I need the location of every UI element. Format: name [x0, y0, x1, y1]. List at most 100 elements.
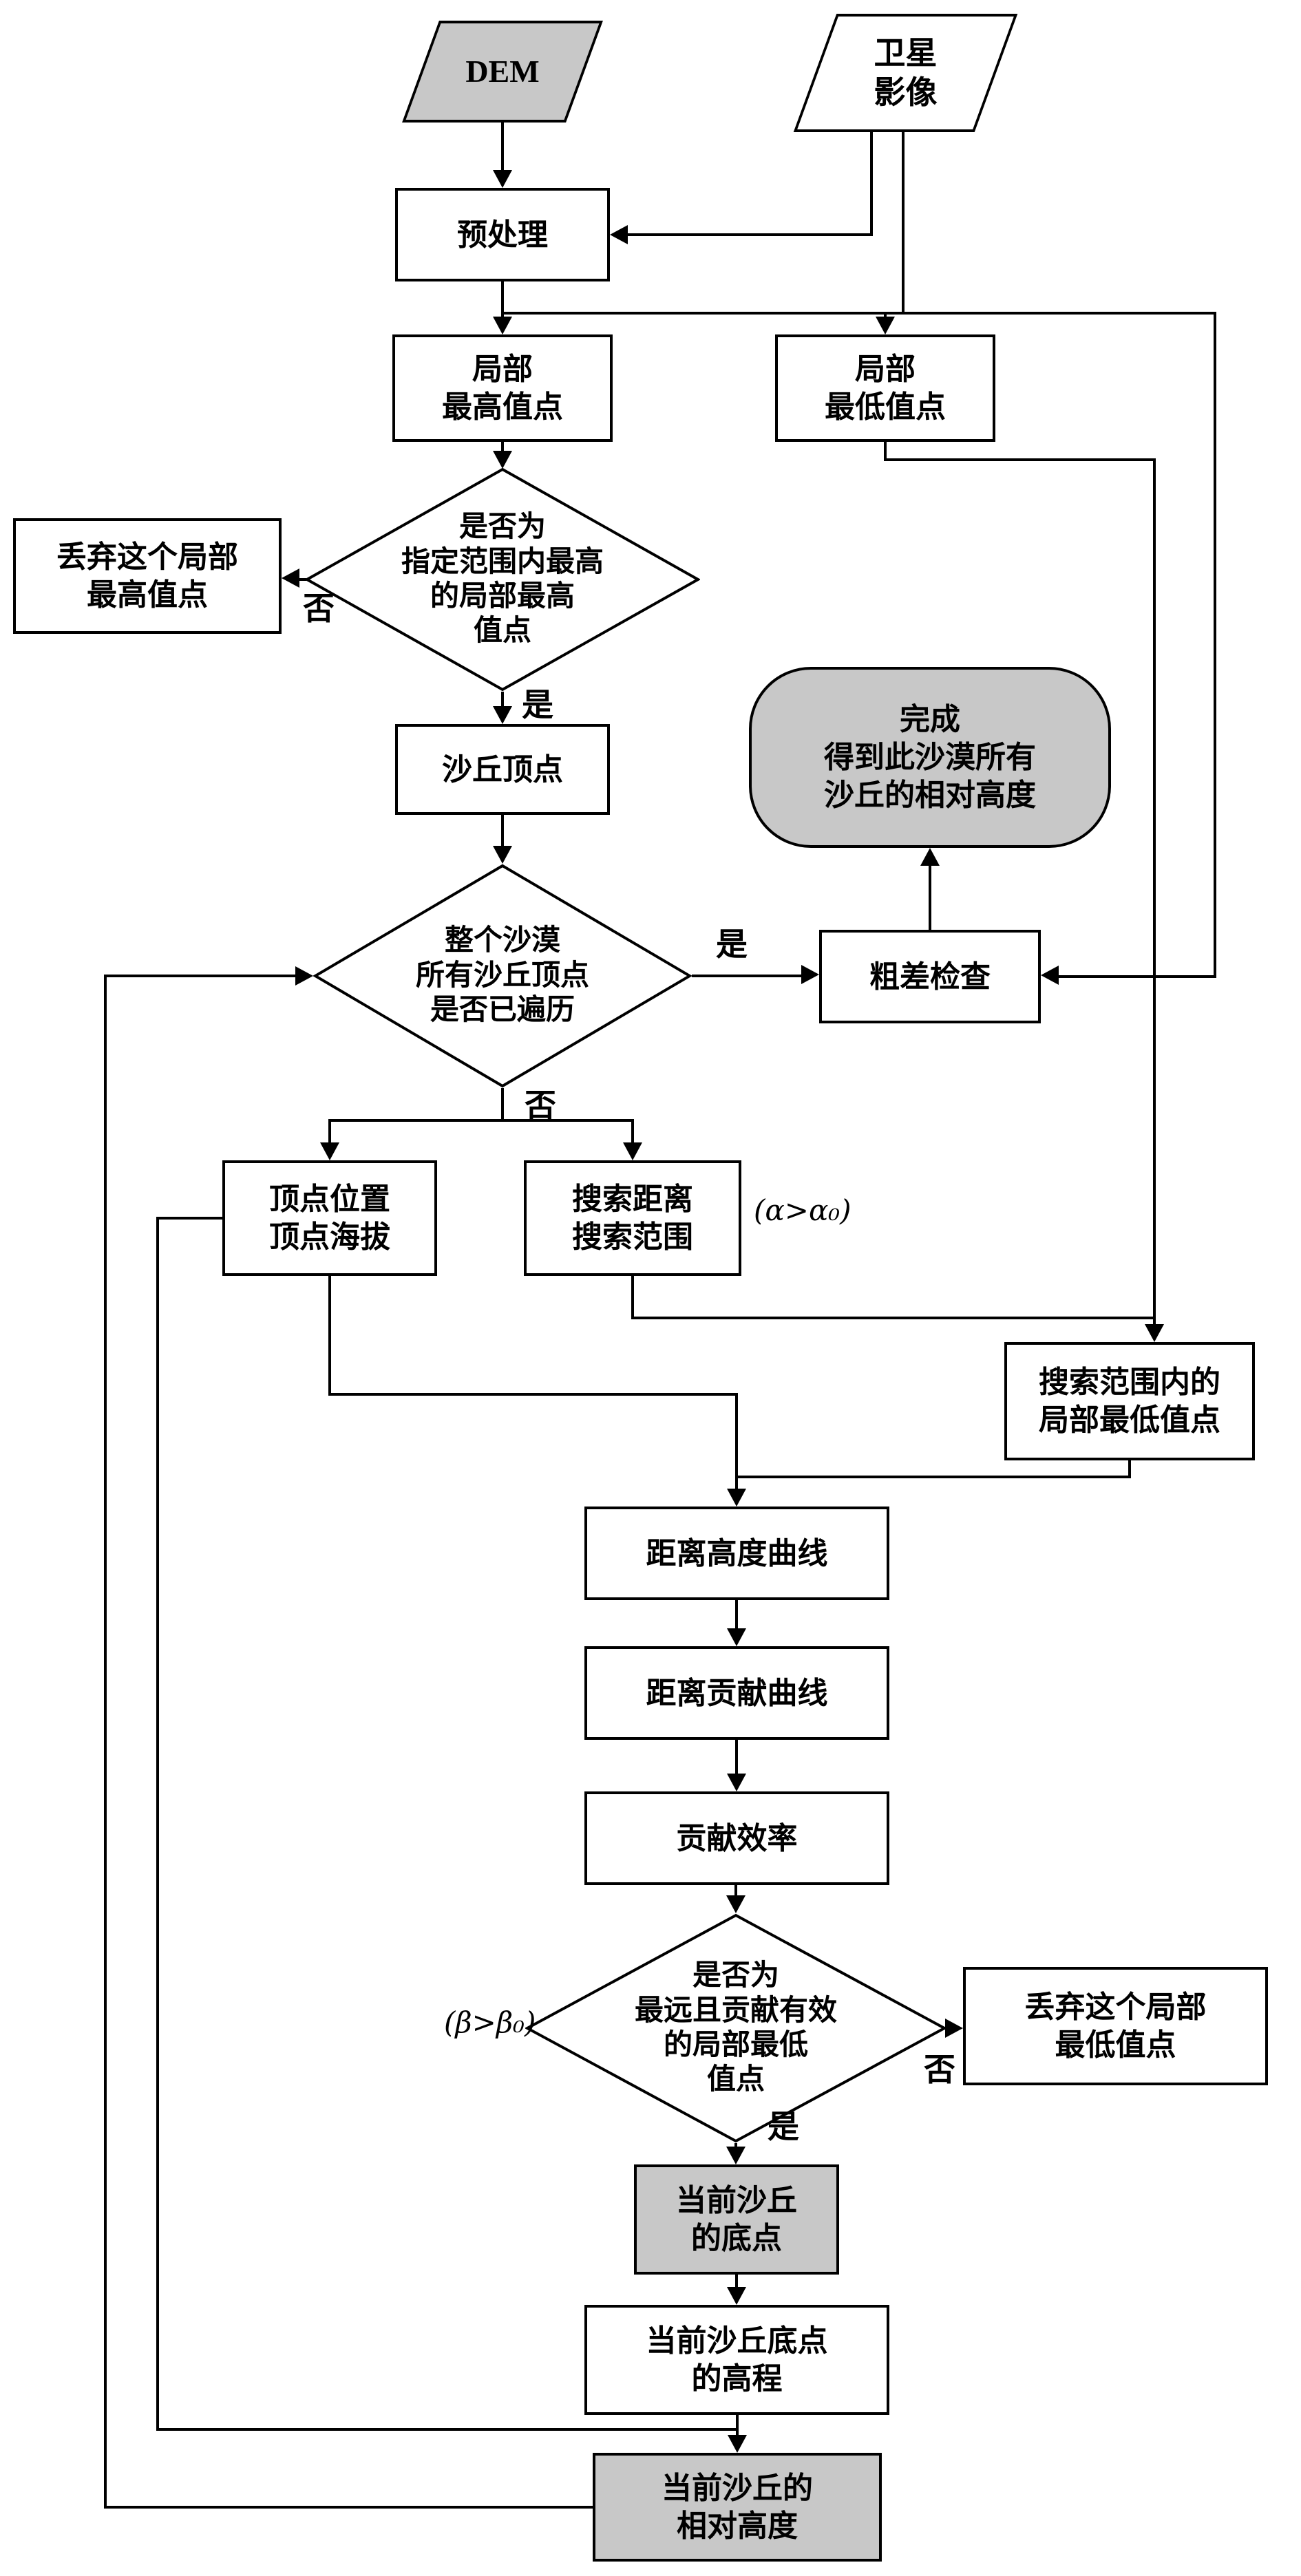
arrowhead-into-contribeff [727, 1774, 746, 1791]
edge-label-d2-no: 否 [525, 1088, 556, 1123]
arrowhead-into-distcontrib [727, 1628, 746, 1646]
arrowhead-into-relheight [728, 2435, 747, 2453]
edge-vertexinfo-right [328, 1393, 738, 1396]
edge-loopback-vertical [104, 975, 107, 2509]
node-decision-highest-label: 是否为 指定范围内最高 的局部最高 值点 [401, 511, 604, 648]
edge-satellite-preprocess [626, 233, 873, 236]
diamond1-shape [305, 467, 700, 692]
edge-into-vertexinfo [328, 1119, 331, 1144]
edge-preprocess-localmax [501, 281, 504, 317]
node-current-bottom-point-label: 当前沙丘 的底点 [676, 2184, 797, 2255]
node-distance-contribution-curve-label: 距离贡献曲线 [646, 1676, 828, 1710]
edge-contribeff-d3 [734, 1885, 737, 1897]
node-dem-label: DEM [465, 54, 540, 89]
arrowhead-into-d1 [493, 451, 512, 469]
arrowhead-into-discardmax [282, 568, 299, 588]
edge-branch-localmin [884, 313, 887, 318]
edge-relheight-left-stub [104, 2506, 593, 2509]
edge-d2-grosscheck [692, 975, 803, 977]
edge-grosscheck-complete [929, 864, 931, 930]
node-discard-local-min-label: 丢弃这个局部 最低值点 [1024, 1990, 1207, 2062]
edge-label-d1-yes: 是 [522, 688, 553, 723]
edge-d2-no-down [501, 1088, 504, 1120]
edge-localmin-right [884, 458, 1156, 461]
node-discard-local-max-label: 丢弃这个局部 最高值点 [56, 540, 238, 612]
node-gross-error-check: 粗差检查 [819, 930, 1041, 1023]
node-decision-all-traversed-label: 整个沙漠 所有沙丘顶点 是否已遍历 [415, 925, 589, 1027]
arrowhead-into-preprocess-top [493, 170, 512, 188]
arrowhead-into-bottomelev [727, 2287, 746, 2305]
edge-label-beta-condition: (β>β₀) [444, 2005, 536, 2039]
edge-vertexinfo-loop-merge [156, 2428, 737, 2431]
edge-dunevertex-d2 [501, 815, 504, 847]
arrowhead-into-discardmin [945, 2019, 963, 2038]
edge-rangeminima-left [735, 1476, 1131, 1478]
arrowhead-into-dunevertex [493, 706, 512, 724]
node-local-min: 局部 最低值点 [775, 334, 995, 442]
node-relative-height: 当前沙丘的 相对高度 [593, 2453, 882, 2562]
arrowhead-into-currentbottom [726, 2147, 745, 2164]
node-distance-height-curve: 距离高度曲线 [584, 1507, 889, 1600]
node-decision-all-traversed: 整个沙漠 所有沙丘顶点 是否已遍历 [313, 864, 692, 1088]
arrowhead-into-gross-check-right [1041, 966, 1059, 985]
arrowhead-into-d3 [726, 1895, 745, 1913]
node-dune-vertex-label: 沙丘顶点 [442, 752, 563, 787]
edge-label-alpha-condition: (α>α₀) [754, 1193, 852, 1227]
node-bottom-elevation-label: 当前沙丘底点 的高程 [646, 2324, 828, 2396]
edge-d2-no-split [328, 1119, 634, 1122]
edge-currentbottom-bottomelev [735, 2275, 738, 2288]
arrowhead-into-searchparams [623, 1142, 642, 1160]
node-search-params: 搜索距离 搜索范围 [524, 1160, 741, 1276]
diamond3-shape [525, 1913, 946, 2143]
node-dune-vertex: 沙丘顶点 [395, 724, 610, 815]
edge-label-d1-no: 否 [303, 591, 335, 626]
node-contribution-efficiency-label: 贡献效率 [676, 1821, 798, 1855]
node-satellite-label: 卫星 影像 [874, 35, 938, 111]
node-preprocess: 预处理 [395, 188, 610, 281]
node-current-bottom-point: 当前沙丘 的底点 [634, 2164, 839, 2275]
node-dem: DEM [396, 21, 609, 123]
edge-satellite-down-2 [902, 132, 905, 313]
edge-into-distheight [735, 1393, 738, 1490]
edge-bottomelev-relheight [736, 2415, 739, 2436]
edge-into-searchparams [631, 1119, 634, 1144]
arrowhead-into-grosscheck-left [801, 965, 819, 984]
arrowhead-into-vertexinfo [320, 1142, 339, 1160]
arrowhead-into-rangeminima [1145, 1324, 1164, 1342]
node-distance-contribution-curve: 距离贡献曲线 [584, 1646, 889, 1740]
node-preprocess-label: 预处理 [457, 217, 548, 252]
edge-label-d2-yes: 是 [716, 927, 748, 962]
diamond2-shape [313, 864, 692, 1088]
node-satellite: 卫星 影像 [790, 14, 1021, 132]
node-local-max: 局部 最高值点 [392, 334, 613, 442]
node-local-min-label: 局部 最低值点 [825, 352, 946, 424]
edge-label-d3-yes: 是 [768, 2109, 799, 2144]
arrowhead-into-d2 [493, 846, 512, 864]
edge-distheight-distcontrib [735, 1600, 738, 1630]
node-bottom-elevation: 当前沙丘底点 的高程 [584, 2305, 889, 2415]
node-relative-height-label: 当前沙丘的 相对高度 [662, 2471, 813, 2543]
arrowhead-into-distheight [727, 1489, 746, 1507]
arrowhead-into-d2-left [295, 966, 313, 986]
arrowhead-into-preprocess-right [610, 225, 628, 244]
edge-searchparams-down [631, 1276, 634, 1319]
edge-right-long-vertical [1214, 312, 1216, 977]
edge-localmin-down [884, 442, 887, 461]
edge-searchparams-right [631, 1317, 1156, 1319]
arrowhead-into-localmax [493, 317, 512, 334]
edge-vertexinfo-left-loop [156, 1217, 159, 2431]
edge-localmax-d1 [501, 442, 504, 452]
node-vertex-info: 顶点位置 顶点海拔 [222, 1160, 437, 1276]
node-complete: 完成 得到此沙漠所有 沙丘的相对高度 [749, 667, 1111, 848]
node-discard-local-max: 丢弃这个局部 最高值点 [13, 518, 282, 634]
arrowhead-into-localmin [876, 317, 895, 334]
node-search-params-label: 搜索距离 搜索范围 [572, 1182, 693, 1254]
node-decision-highest-in-range: 是否为 指定范围内最高 的局部最高 值点 [305, 467, 700, 692]
edge-into-gross-check-right [1059, 975, 1216, 978]
node-vertex-info-label: 顶点位置 顶点海拔 [269, 1182, 390, 1254]
edge-localmin-long-vertical [1153, 458, 1156, 1326]
node-range-minima-label: 搜索范围内的 局部最低值点 [1039, 1365, 1220, 1437]
node-discard-local-min: 丢弃这个局部 最低值点 [963, 1967, 1268, 2085]
node-decision-farthest-effective-label: 是否为 最远且贡献有效 的局部最低 值点 [634, 1960, 837, 2096]
